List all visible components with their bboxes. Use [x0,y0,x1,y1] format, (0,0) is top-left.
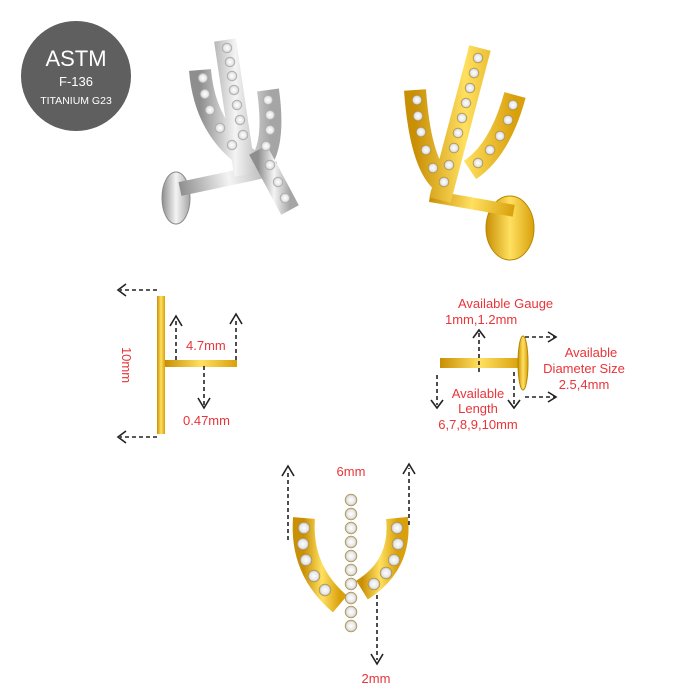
length-title-1: Available [452,386,505,401]
badge-line-astm: ASTM [45,46,106,71]
length-title-2: Length [458,401,498,416]
side-view-diagram: 10mm 4.7mm 0.47mm [116,283,243,444]
astm-badge: ASTM F-136 TITANIUM G23 [21,21,131,131]
thickness-label: 0.47mm [183,413,230,428]
gold-cactus-stud [404,45,535,261]
diameter-values: 2.5,4mm [559,377,610,392]
badge-line-grade: F-136 [59,74,93,89]
diameter-title-2: Diameter Size [543,361,625,376]
front-view-diagram: 6mm 2mm [281,462,416,686]
height-label: 10mm [119,347,134,383]
length-values: 6,7,8,9,10mm [438,417,518,432]
badge-line-material: TITANIUM G23 [40,95,112,107]
diameter-title-1: Available [565,345,618,360]
top-length-label: 4.7mm [186,338,226,353]
post-view-diagram: Available Gauge 1mm,1.2mm Available Diam… [430,296,625,432]
gauge-title: Available Gauge [458,296,553,311]
silver-cactus-stud [161,38,299,225]
gauge-values: 1mm,1.2mm [445,312,517,327]
depth-label: 2mm [362,671,391,686]
width-label: 6mm [337,464,366,479]
